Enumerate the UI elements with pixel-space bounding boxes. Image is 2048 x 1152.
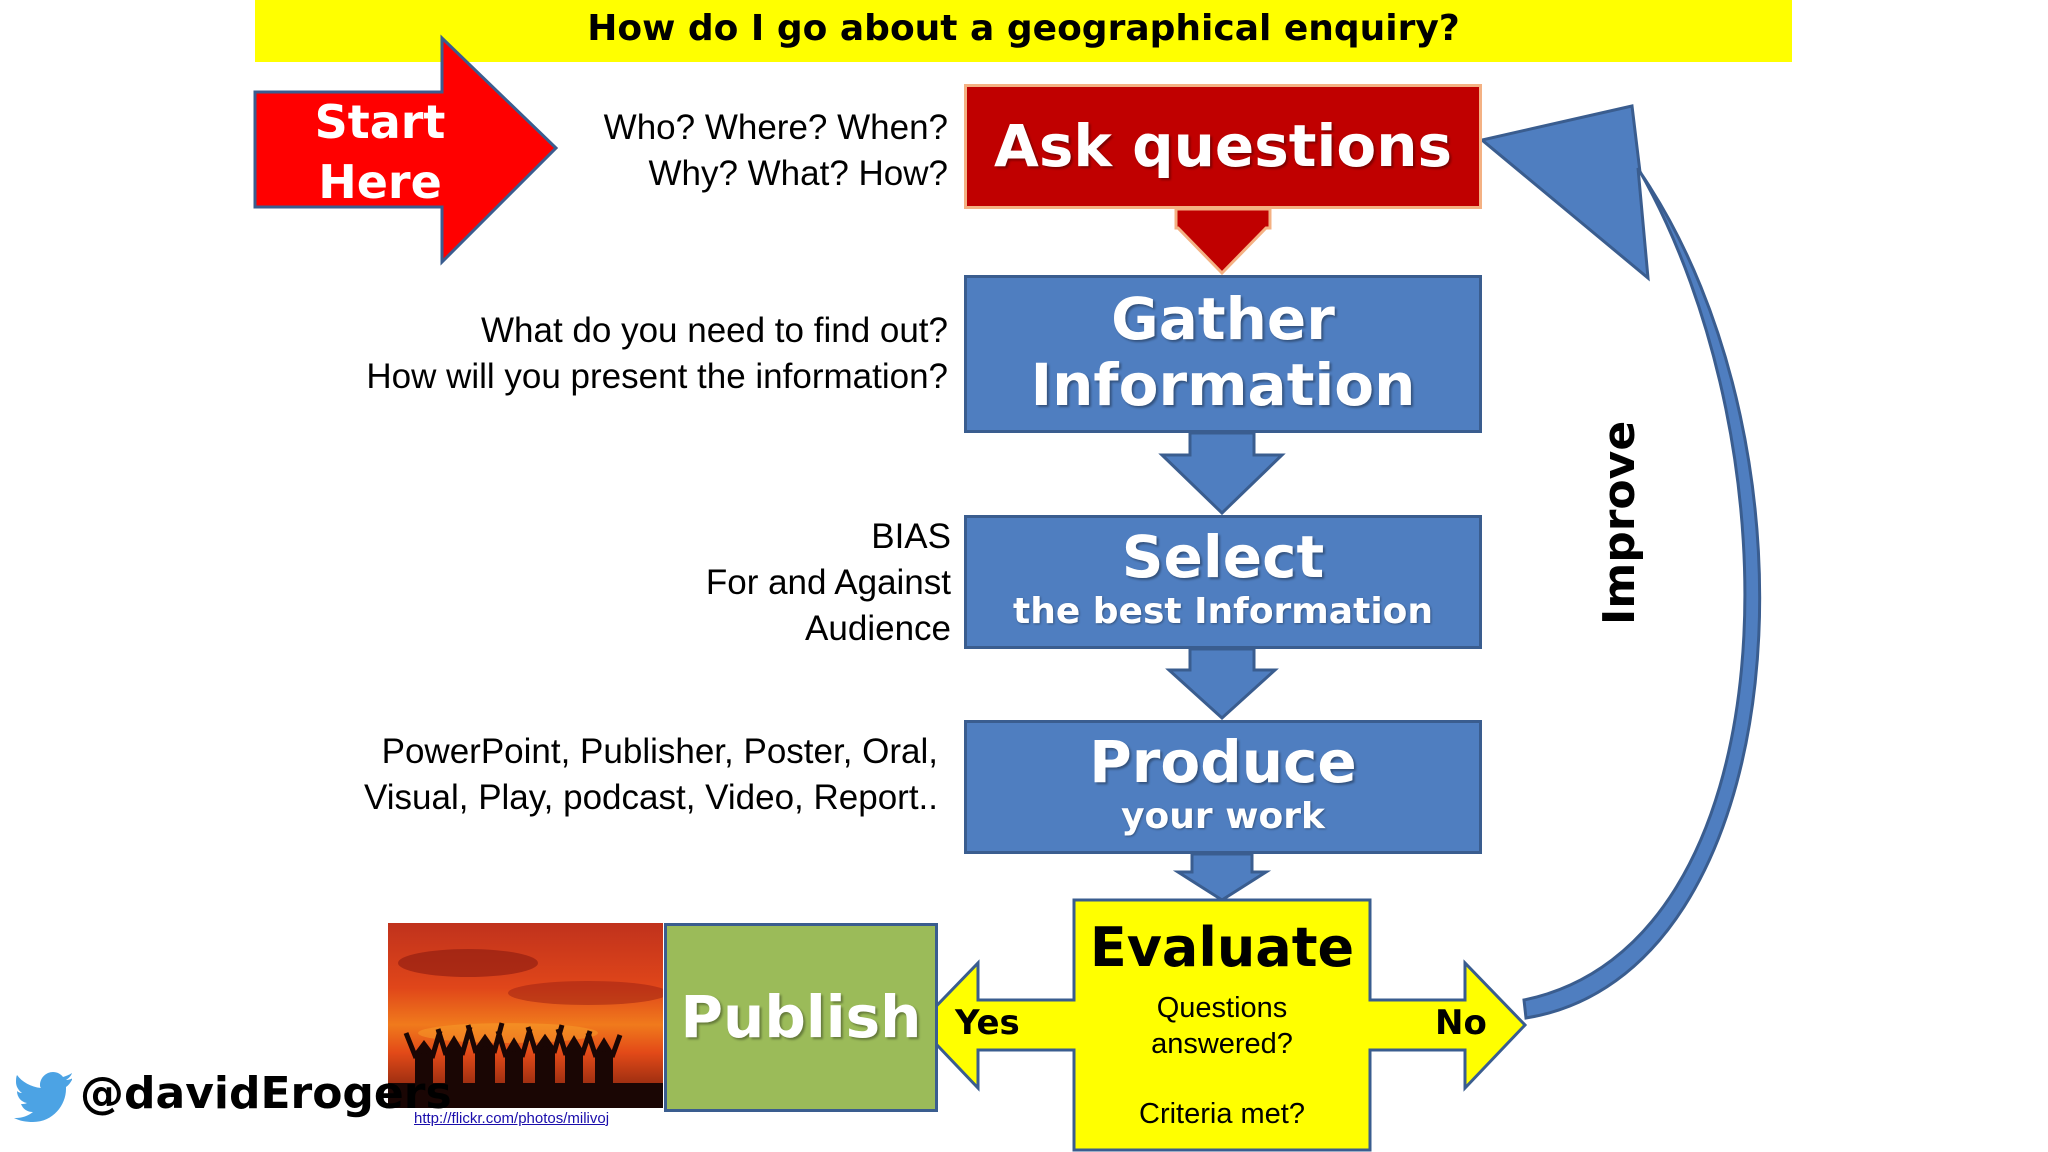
- produce-subtitle: your work: [1121, 796, 1325, 837]
- sunset-crowd-photo: [388, 923, 668, 1108]
- start-line2: Here: [318, 155, 442, 209]
- arrow-ask-to-gather: [1174, 207, 1272, 276]
- note-select-line3: Audience: [805, 609, 951, 648]
- note-ask: Who? Where? When? Why? What? How?: [604, 105, 948, 197]
- arrow-gather-to-select: [1158, 431, 1286, 516]
- note-select: BIAS For and Against Audience: [706, 514, 951, 652]
- start-arrow-label: Start Here: [300, 92, 460, 212]
- step-publish: Publish: [664, 923, 938, 1112]
- note-produce: PowerPoint, Publisher, Poster, Oral, Vis…: [364, 729, 938, 821]
- evaluate-title: Evaluate: [1089, 916, 1355, 979]
- crowd-silhouette: [388, 949, 668, 1108]
- produce-title: Produce: [1089, 728, 1357, 796]
- evaluate-q2: answered?: [1151, 1028, 1293, 1060]
- note-ask-line2: Why? What? How?: [648, 154, 948, 193]
- page-title: How do I go about a geographical enquiry…: [587, 8, 1460, 49]
- note-select-line2: For and Against: [705, 563, 951, 602]
- evaluate-shape: [915, 898, 1528, 1152]
- note-gather: What do you need to find out? How will y…: [366, 308, 948, 400]
- step-ask-questions: Ask questions: [964, 84, 1482, 209]
- select-subtitle: the best Information: [1012, 591, 1434, 632]
- note-gather-line2: How will you present the information?: [366, 357, 948, 396]
- step-select: Select the best Information: [964, 515, 1482, 649]
- note-select-line1: BIAS: [871, 517, 951, 556]
- note-produce-line2: Visual, Play, podcast, Video, Report..: [364, 778, 938, 817]
- improve-loop-body: [1478, 104, 1762, 1020]
- arrow-select-to-produce: [1165, 647, 1279, 721]
- select-title: Select: [1121, 523, 1325, 591]
- note-gather-line1: What do you need to find out?: [481, 311, 948, 350]
- start-arrow: [253, 34, 559, 266]
- gather-title-line1: Gather: [1111, 285, 1335, 353]
- publish-title: Publish: [680, 983, 922, 1051]
- start-line1: Start: [314, 95, 446, 149]
- gather-title-line2: Information: [1030, 351, 1416, 419]
- twitter-bird-icon: [14, 1072, 72, 1122]
- photo-credit-link[interactable]: http://flickr.com/photos/milivoj: [414, 1110, 610, 1127]
- yes-label: Yes: [955, 1003, 1020, 1043]
- twitter-handle: @davidErogers: [80, 1068, 452, 1119]
- note-ask-line1: Who? Where? When?: [603, 108, 948, 147]
- step-produce: Produce your work: [964, 720, 1482, 854]
- evaluate-q1: Questions: [1156, 992, 1288, 1024]
- step-gather-information: Gather Information: [964, 275, 1482, 433]
- arrow-produce-to-evaluate: [1172, 852, 1272, 902]
- no-label: No: [1435, 1003, 1487, 1043]
- evaluate-q3: Criteria met?: [1139, 1098, 1305, 1130]
- improve-label: Improve: [1594, 420, 1645, 625]
- ask-title: Ask questions: [993, 112, 1453, 180]
- title-bar: How do I go about a geographical enquiry…: [255, 0, 1792, 62]
- evaluate-questions: Questions answered?: [1074, 990, 1370, 1062]
- note-produce-line1: PowerPoint, Publisher, Poster, Oral,: [381, 732, 938, 771]
